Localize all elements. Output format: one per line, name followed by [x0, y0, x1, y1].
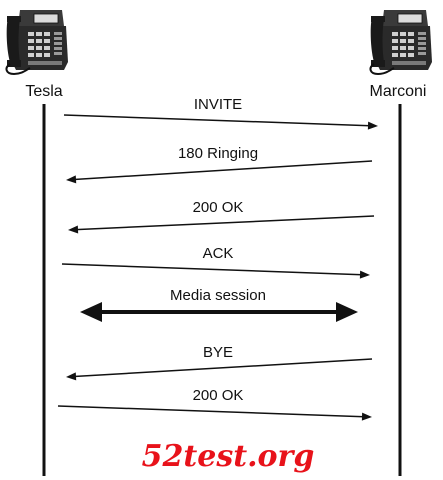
message-label-media-session: Media session: [170, 287, 266, 304]
party-label-left: Tesla: [25, 83, 63, 100]
arrow-media-session: [80, 302, 358, 322]
arrow-bye: [66, 358, 373, 381]
party-label-right: Marconi: [369, 83, 427, 100]
arrow-200-ok-first: [68, 215, 375, 234]
message-label-bye: BYE: [202, 344, 234, 361]
message-arrows: [57, 114, 378, 421]
right-phone-icon: [369, 9, 433, 75]
arrow-ack: [61, 263, 370, 279]
watermark-text: 52test.org: [141, 439, 315, 474]
message-label-200-ok-second: 200 OK: [192, 387, 244, 404]
message-label-200-ok-first: 200 OK: [192, 199, 244, 216]
arrow-180-ringing: [66, 160, 373, 184]
message-label-180-ringing: 180 Ringing: [177, 145, 259, 162]
message-label-invite: INVITE: [193, 96, 243, 113]
message-label-ack: ACK: [202, 245, 234, 262]
arrow-invite: [63, 114, 378, 130]
left-phone-icon: [5, 9, 69, 75]
arrow-200-ok-second: [57, 405, 372, 421]
